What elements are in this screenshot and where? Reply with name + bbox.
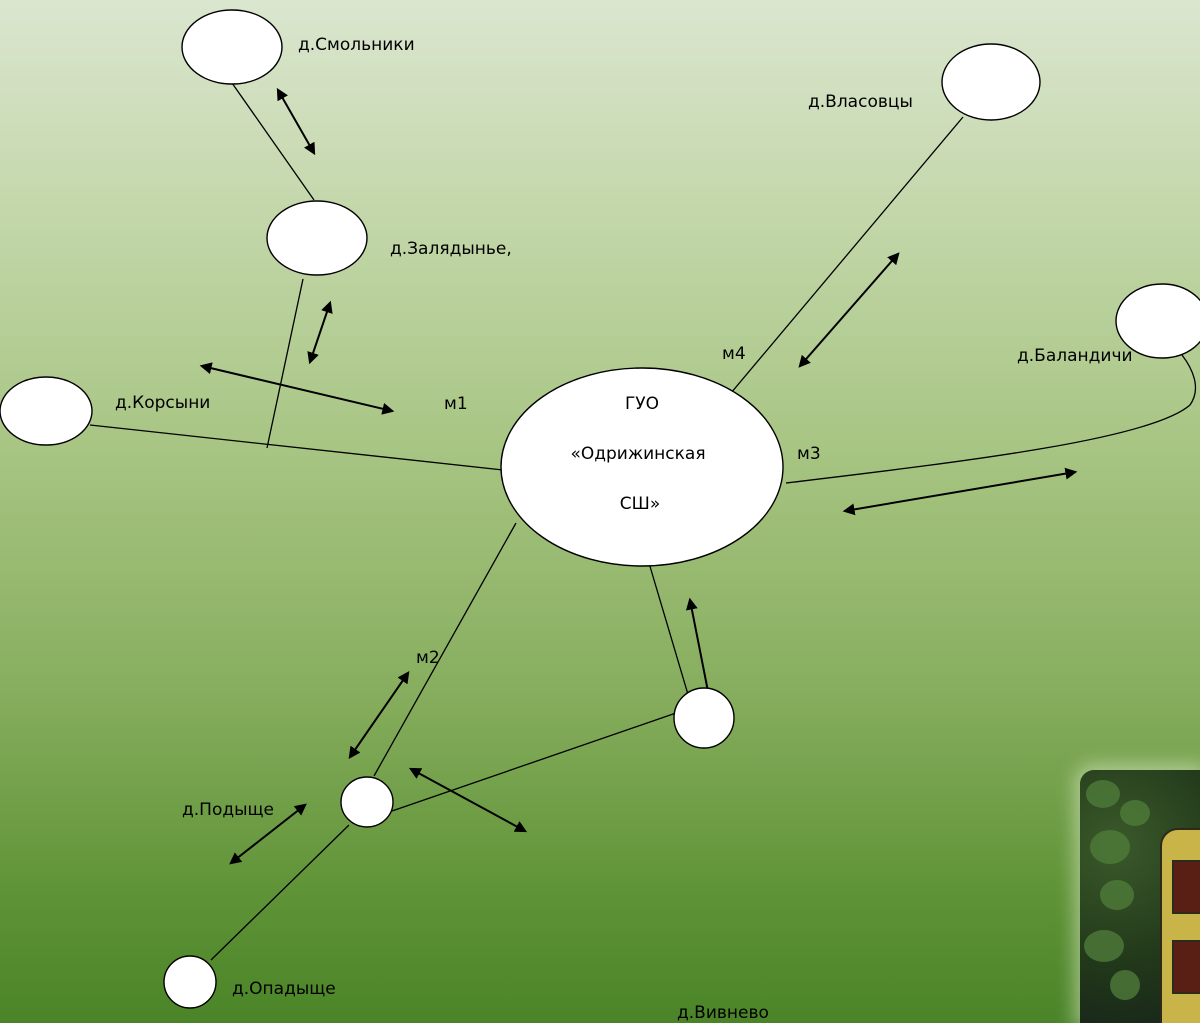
arrow-m3 — [842, 467, 1078, 516]
label-smolniki: д.Смольники — [298, 35, 415, 55]
node-podyshche — [340, 776, 394, 828]
edge-podyshche-opadyshche — [210, 824, 350, 961]
arrow-smolniki — [276, 87, 316, 156]
arrow-zalyadyne — [307, 300, 333, 365]
label-opadyshche: д.Опадыще — [232, 979, 336, 999]
edge-balandichi-school — [785, 354, 1197, 484]
school-label-line3: СШ» — [620, 494, 660, 514]
node-opadyshche — [163, 955, 217, 1009]
edge-korsyni-school — [89, 424, 504, 471]
arrow-m2 — [348, 671, 410, 759]
edge-school-podyshche — [373, 522, 517, 777]
edge-vlasovtsy-school — [714, 116, 964, 413]
node-smolniki — [181, 9, 283, 85]
label-vivnevo: д.Вивнево — [677, 1003, 769, 1023]
school-bus-photo — [1080, 770, 1200, 1023]
node-zalyadyne — [266, 200, 368, 276]
route-label-m4: м4 — [722, 344, 746, 364]
node-school — [500, 367, 784, 567]
label-korsyni: д.Корсыни — [115, 393, 210, 413]
node-vlasovtsy — [941, 43, 1041, 121]
arrow-podyshche-vivnevo — [408, 767, 528, 833]
route-label-m3: м3 — [797, 444, 821, 464]
label-vlasovtsy: д.Власовцы — [808, 92, 913, 112]
arrow-m1 — [199, 362, 395, 415]
edge-zalyadyne-junction — [266, 278, 304, 449]
route-label-m1: м1 — [444, 394, 468, 414]
bus — [1160, 828, 1200, 1023]
label-zalyadyne: д.Залядынье, — [390, 239, 512, 259]
label-podyshche: д.Подыще — [182, 800, 274, 820]
edge-podyshche-vivnevo — [391, 712, 677, 812]
edge-smolniki-zalyadyne — [231, 82, 315, 201]
arrow-m4 — [798, 252, 900, 368]
node-balandichi — [1115, 283, 1200, 359]
label-balandichi: д.Баландичи — [1017, 346, 1133, 366]
route-label-m2: м2 — [416, 648, 440, 668]
school-label-line2: «Одрижинская — [570, 444, 705, 464]
node-korsyni — [0, 376, 93, 446]
school-label-line1: ГУО — [625, 394, 659, 414]
arrow-opadyshche — [229, 803, 307, 865]
node-vivnevo — [673, 687, 735, 749]
